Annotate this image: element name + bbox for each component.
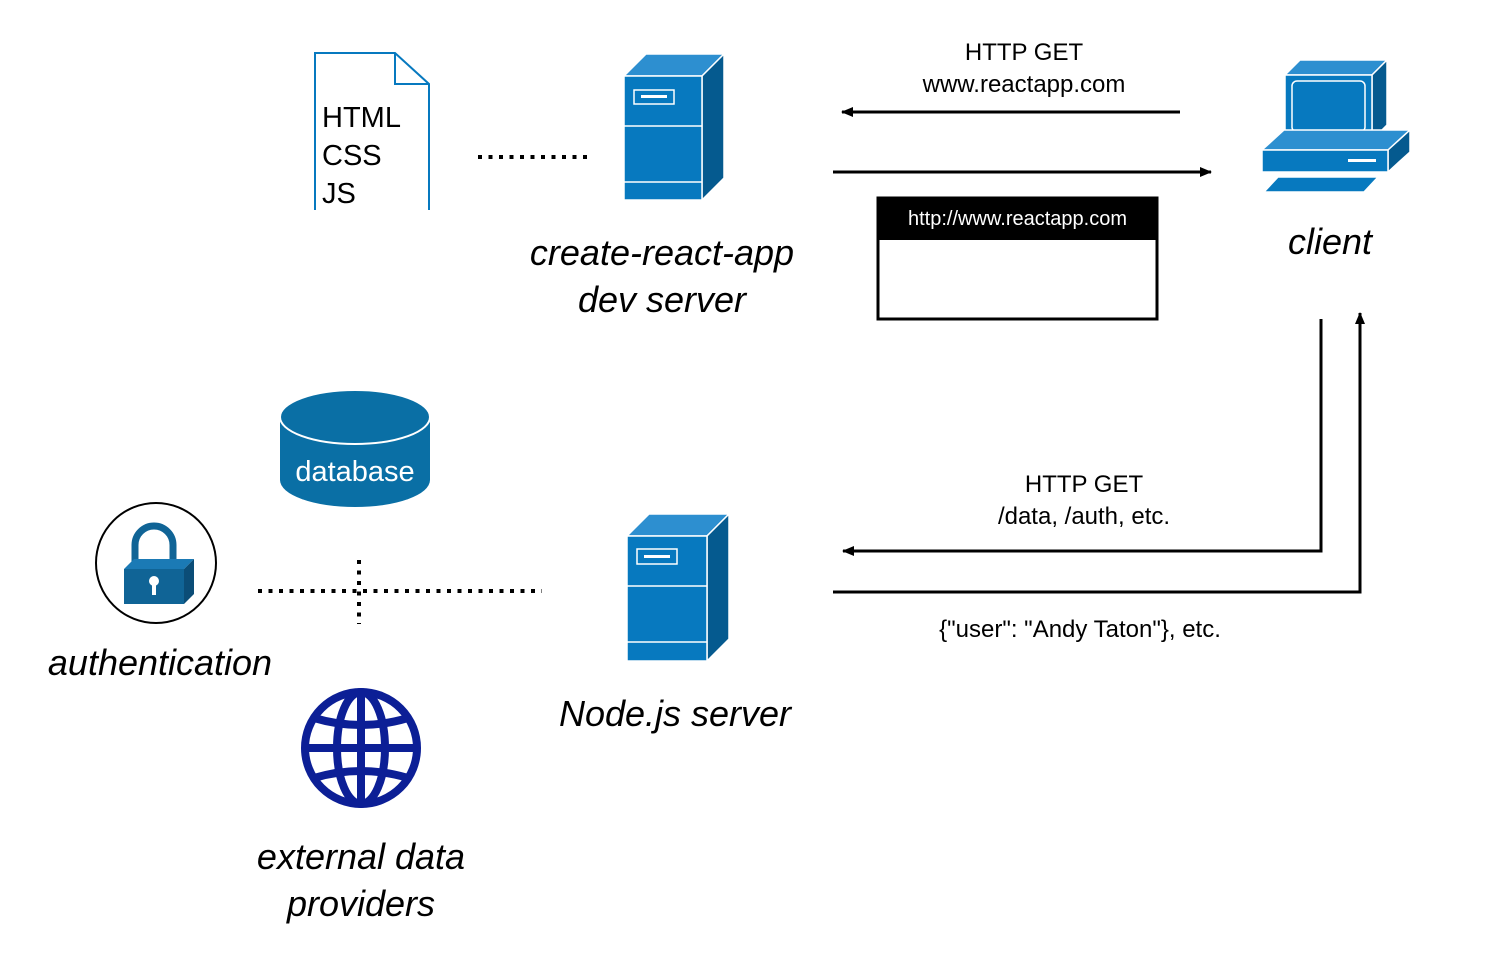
- authentication-label: authentication: [47, 642, 273, 683]
- node-server-label: Node.js server: [558, 693, 792, 734]
- request-label-bottom: HTTP GET /data, /auth, etc.: [997, 471, 1171, 530]
- database-label: database: [295, 456, 415, 488]
- file-type-html: HTML: [322, 102, 401, 134]
- node-server-icon: [625, 512, 731, 663]
- response-arrow-bottom: [833, 312, 1365, 594]
- lock-icon: [95, 502, 217, 624]
- database-icon: [279, 389, 431, 507]
- external-providers-label: external data providers: [256, 836, 466, 924]
- file-type-js: JS: [322, 178, 356, 210]
- globe-icon: [301, 688, 421, 808]
- browser-window: [876, 196, 1159, 321]
- browser-url: http://www.reactapp.com: [908, 208, 1127, 230]
- dev-server-label: create-react-app dev server: [529, 232, 795, 320]
- file-document-icon: [314, 52, 430, 210]
- request-arrow-bottom: [842, 319, 1323, 556]
- request-label-top: HTTP GET www.reactapp.com: [922, 39, 1126, 98]
- file-list: HTML CSS JS: [322, 99, 401, 213]
- dev-server-icon: [622, 52, 726, 202]
- client-label: client: [1287, 221, 1373, 262]
- file-type-css: CSS: [322, 140, 382, 172]
- client-computer-icon: [1260, 58, 1412, 193]
- response-label-bottom: {"user": "Andy Taton"}, etc.: [939, 616, 1221, 643]
